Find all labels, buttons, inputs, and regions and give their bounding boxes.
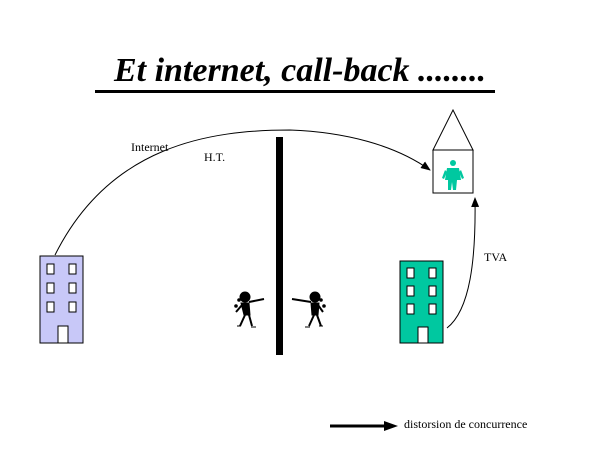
page-title: Et internet, call-back ........ bbox=[113, 52, 487, 89]
wall-barrier bbox=[276, 137, 283, 355]
right-building bbox=[399, 260, 444, 344]
tva-label: TVA bbox=[484, 250, 508, 264]
house bbox=[432, 108, 474, 194]
ht-label: H.T. bbox=[204, 150, 226, 164]
internet-arrow bbox=[54, 129, 431, 256]
left-person-pointing-icon bbox=[234, 291, 265, 328]
internet-label: Internet bbox=[131, 140, 169, 154]
legend-label: distorsion de concurrence bbox=[404, 417, 528, 431]
legend-arrow-icon bbox=[330, 421, 398, 431]
person-in-house-icon bbox=[442, 160, 464, 190]
tva-arrow bbox=[446, 197, 480, 329]
right-person-pointing-icon bbox=[291, 291, 326, 328]
left-building bbox=[39, 255, 84, 344]
title-underline bbox=[95, 90, 495, 93]
